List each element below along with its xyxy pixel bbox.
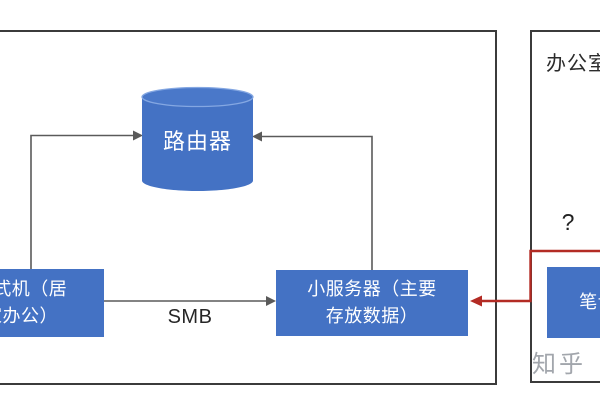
laptop-label: 笔记本 <box>579 292 600 312</box>
smb-arrow <box>104 296 276 306</box>
zhihu-watermark: 知乎 <box>532 351 586 378</box>
desktop-label-line1: 台式机（居 <box>0 279 68 299</box>
server-node: 小服务器（主要 存放数据） <box>276 270 468 336</box>
home-network-boundary <box>0 30 497 385</box>
office-boundary <box>530 30 600 383</box>
smb-protocol-label: SMB <box>167 306 213 328</box>
server-label-line2: 存放数据） <box>325 306 419 326</box>
desktop-label-line2: 家办公） <box>0 306 58 326</box>
laptop-node: 笔记本 <box>547 267 600 338</box>
question-mark-label: ? <box>561 209 575 235</box>
router-cylinder <box>141 86 254 191</box>
router-node-label: 路由器 <box>162 129 232 154</box>
server-to-router-arrow <box>252 131 373 270</box>
office-to-server-red-arrow <box>470 249 600 307</box>
office-title: 办公室 <box>546 53 600 75</box>
desktop-node: 台式机（居 家办公） <box>0 269 104 337</box>
server-label-line1: 小服务器（主要 <box>307 279 437 299</box>
desktop-to-router-arrow <box>30 130 143 269</box>
